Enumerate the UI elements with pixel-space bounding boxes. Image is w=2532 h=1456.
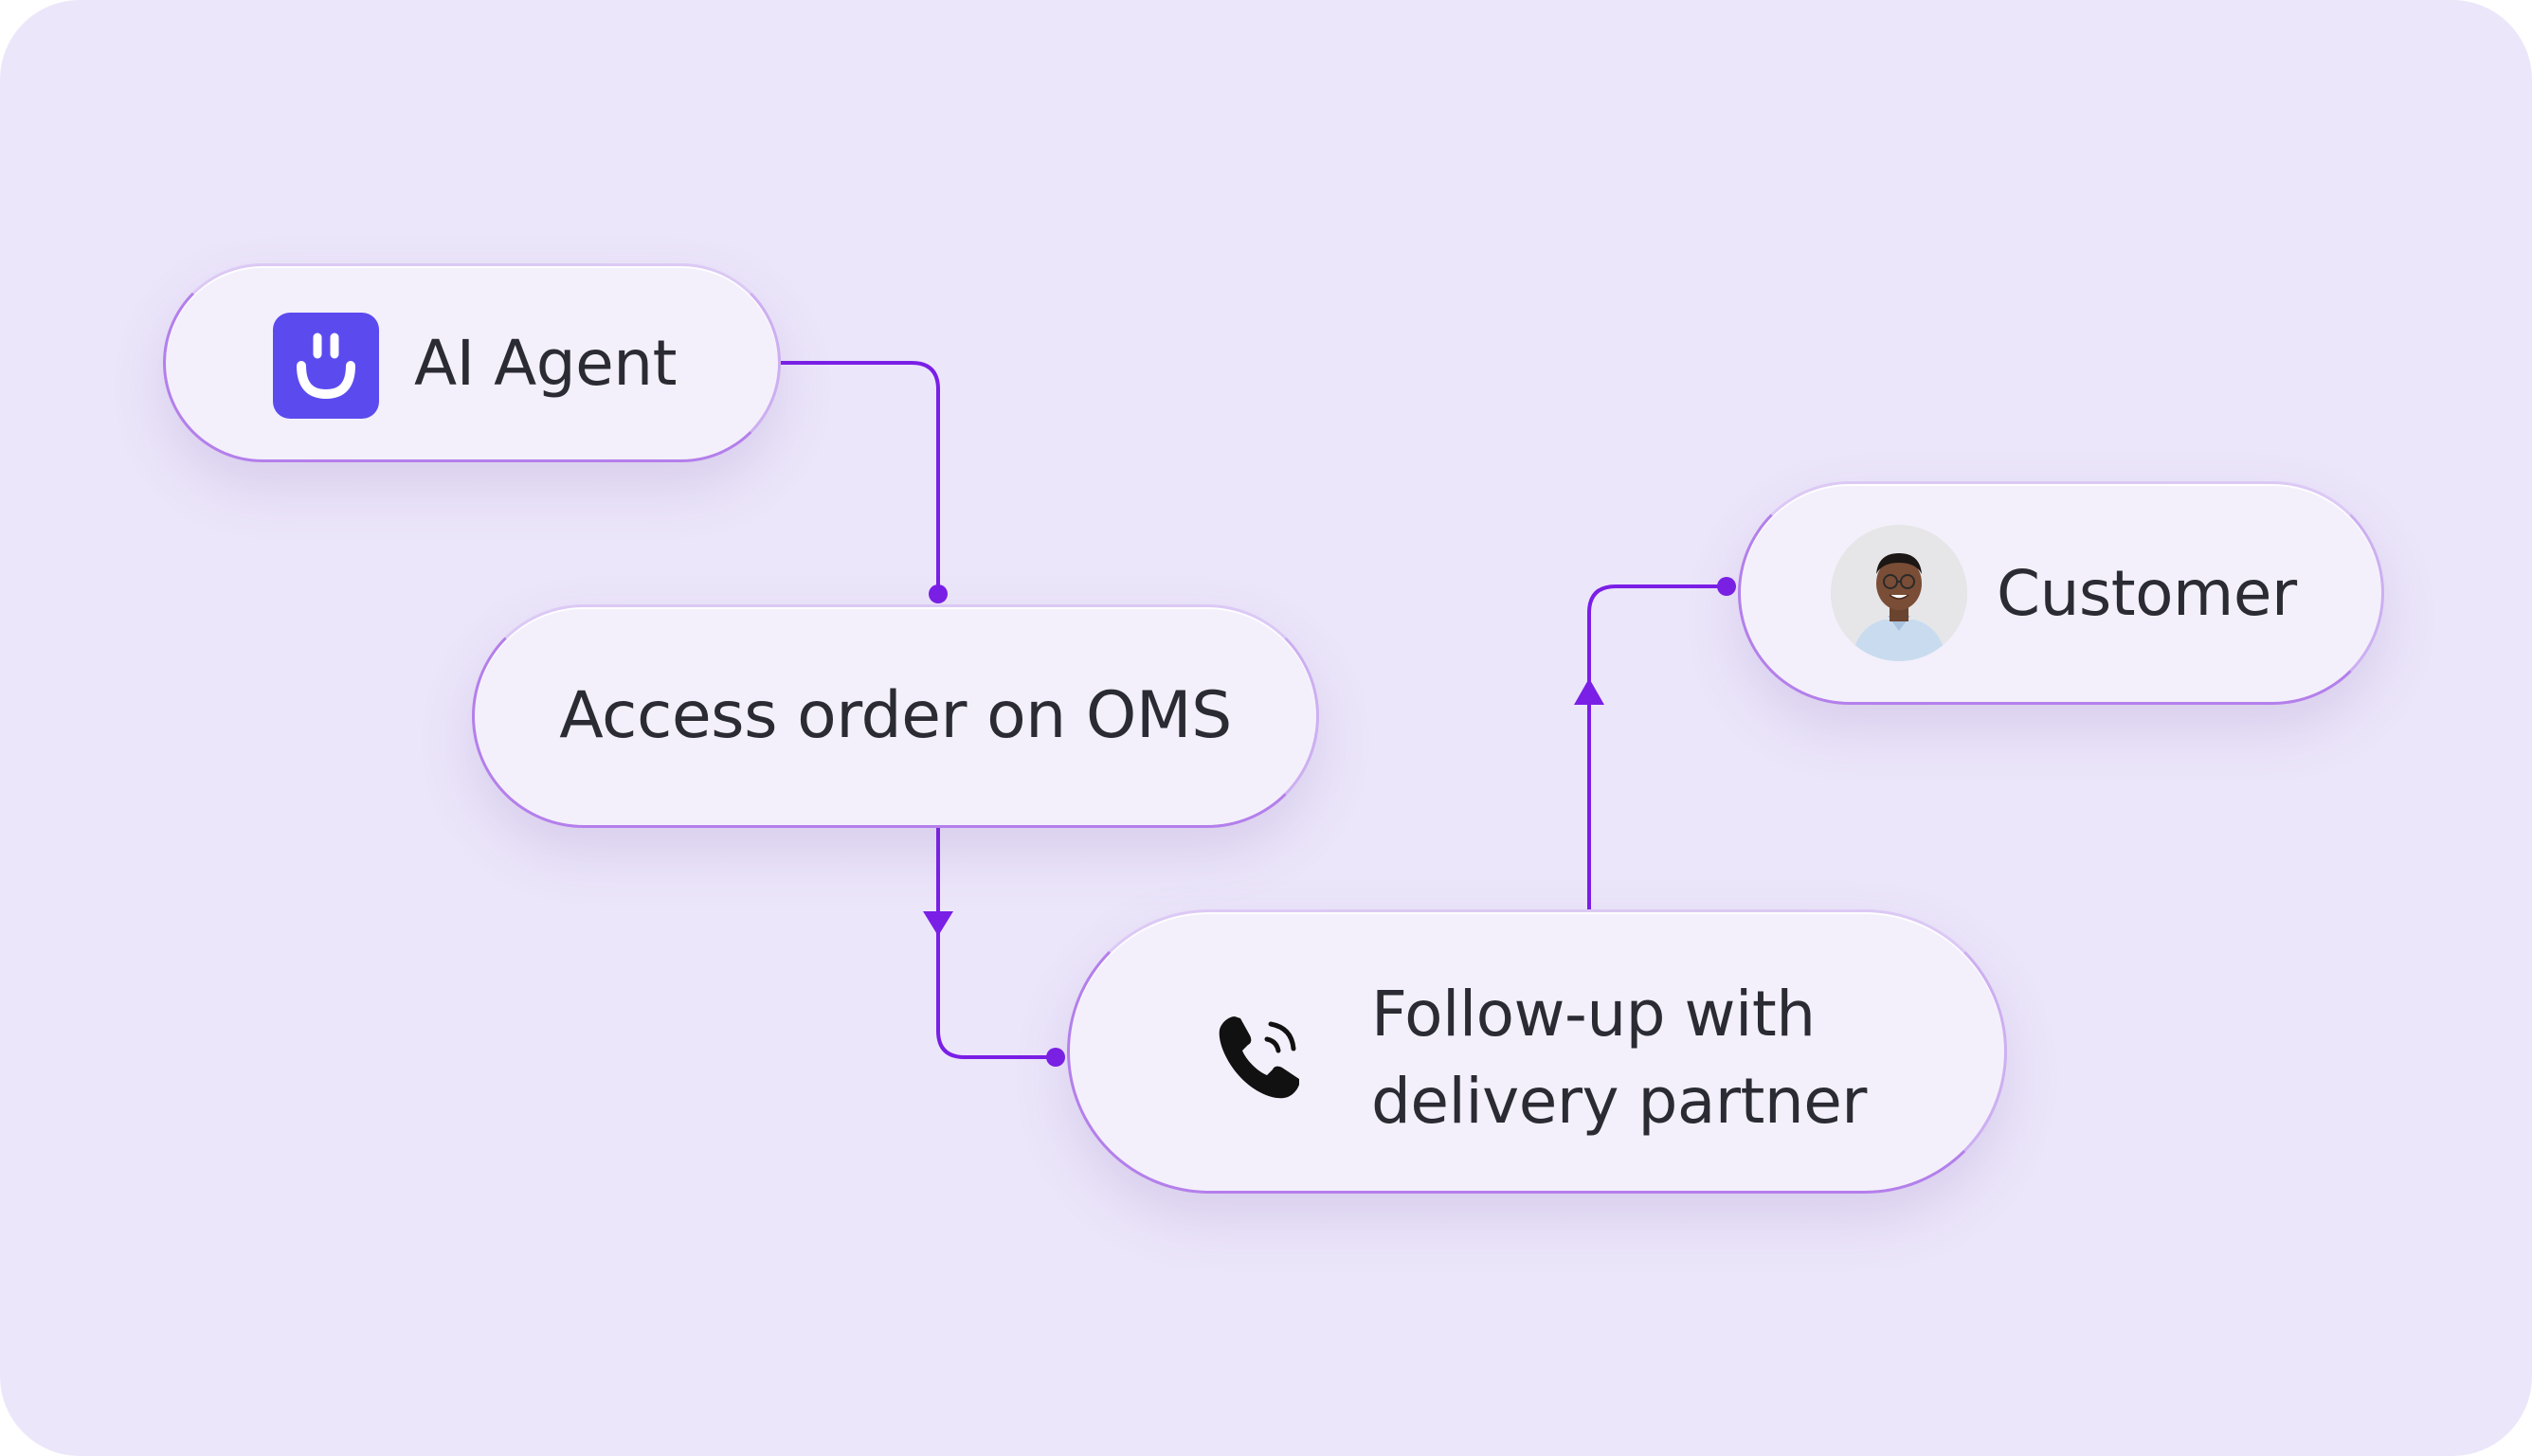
node-access-order-oms: Access order on OMS (472, 604, 1319, 828)
node-ai-agent: AI Agent (163, 263, 781, 462)
connector-follow-to-customer (1587, 584, 1727, 909)
connector-oms-to-follow-arrow (923, 911, 953, 936)
node-customer: Customer (1738, 481, 2384, 705)
node-customer-label: Customer (1997, 557, 2297, 630)
node-ai-agent-label: AI Agent (414, 327, 677, 400)
customer-avatar (1831, 525, 1967, 661)
node-follow-up-line-2: delivery partner (1371, 1065, 1867, 1138)
connector-oms-to-follow (936, 828, 1056, 1059)
node-follow-up: Follow-up with delivery partner (1067, 909, 2007, 1194)
connector-follow-to-customer-dot (1717, 577, 1736, 596)
connector-follow-to-customer-arrow (1574, 678, 1604, 705)
node-access-order-oms-label: Access order on OMS (559, 678, 1232, 753)
node-follow-up-line-1: Follow-up with (1371, 978, 1816, 1051)
node-follow-up-label: Follow-up with delivery partner (1371, 971, 1867, 1145)
connector-agent-to-oms (781, 361, 940, 594)
connector-agent-to-oms-dot (929, 584, 948, 603)
phone-ringing-icon (1212, 1007, 1311, 1105)
ai-agent-logo-icon (273, 313, 379, 419)
connector-oms-to-follow-dot (1046, 1048, 1065, 1067)
